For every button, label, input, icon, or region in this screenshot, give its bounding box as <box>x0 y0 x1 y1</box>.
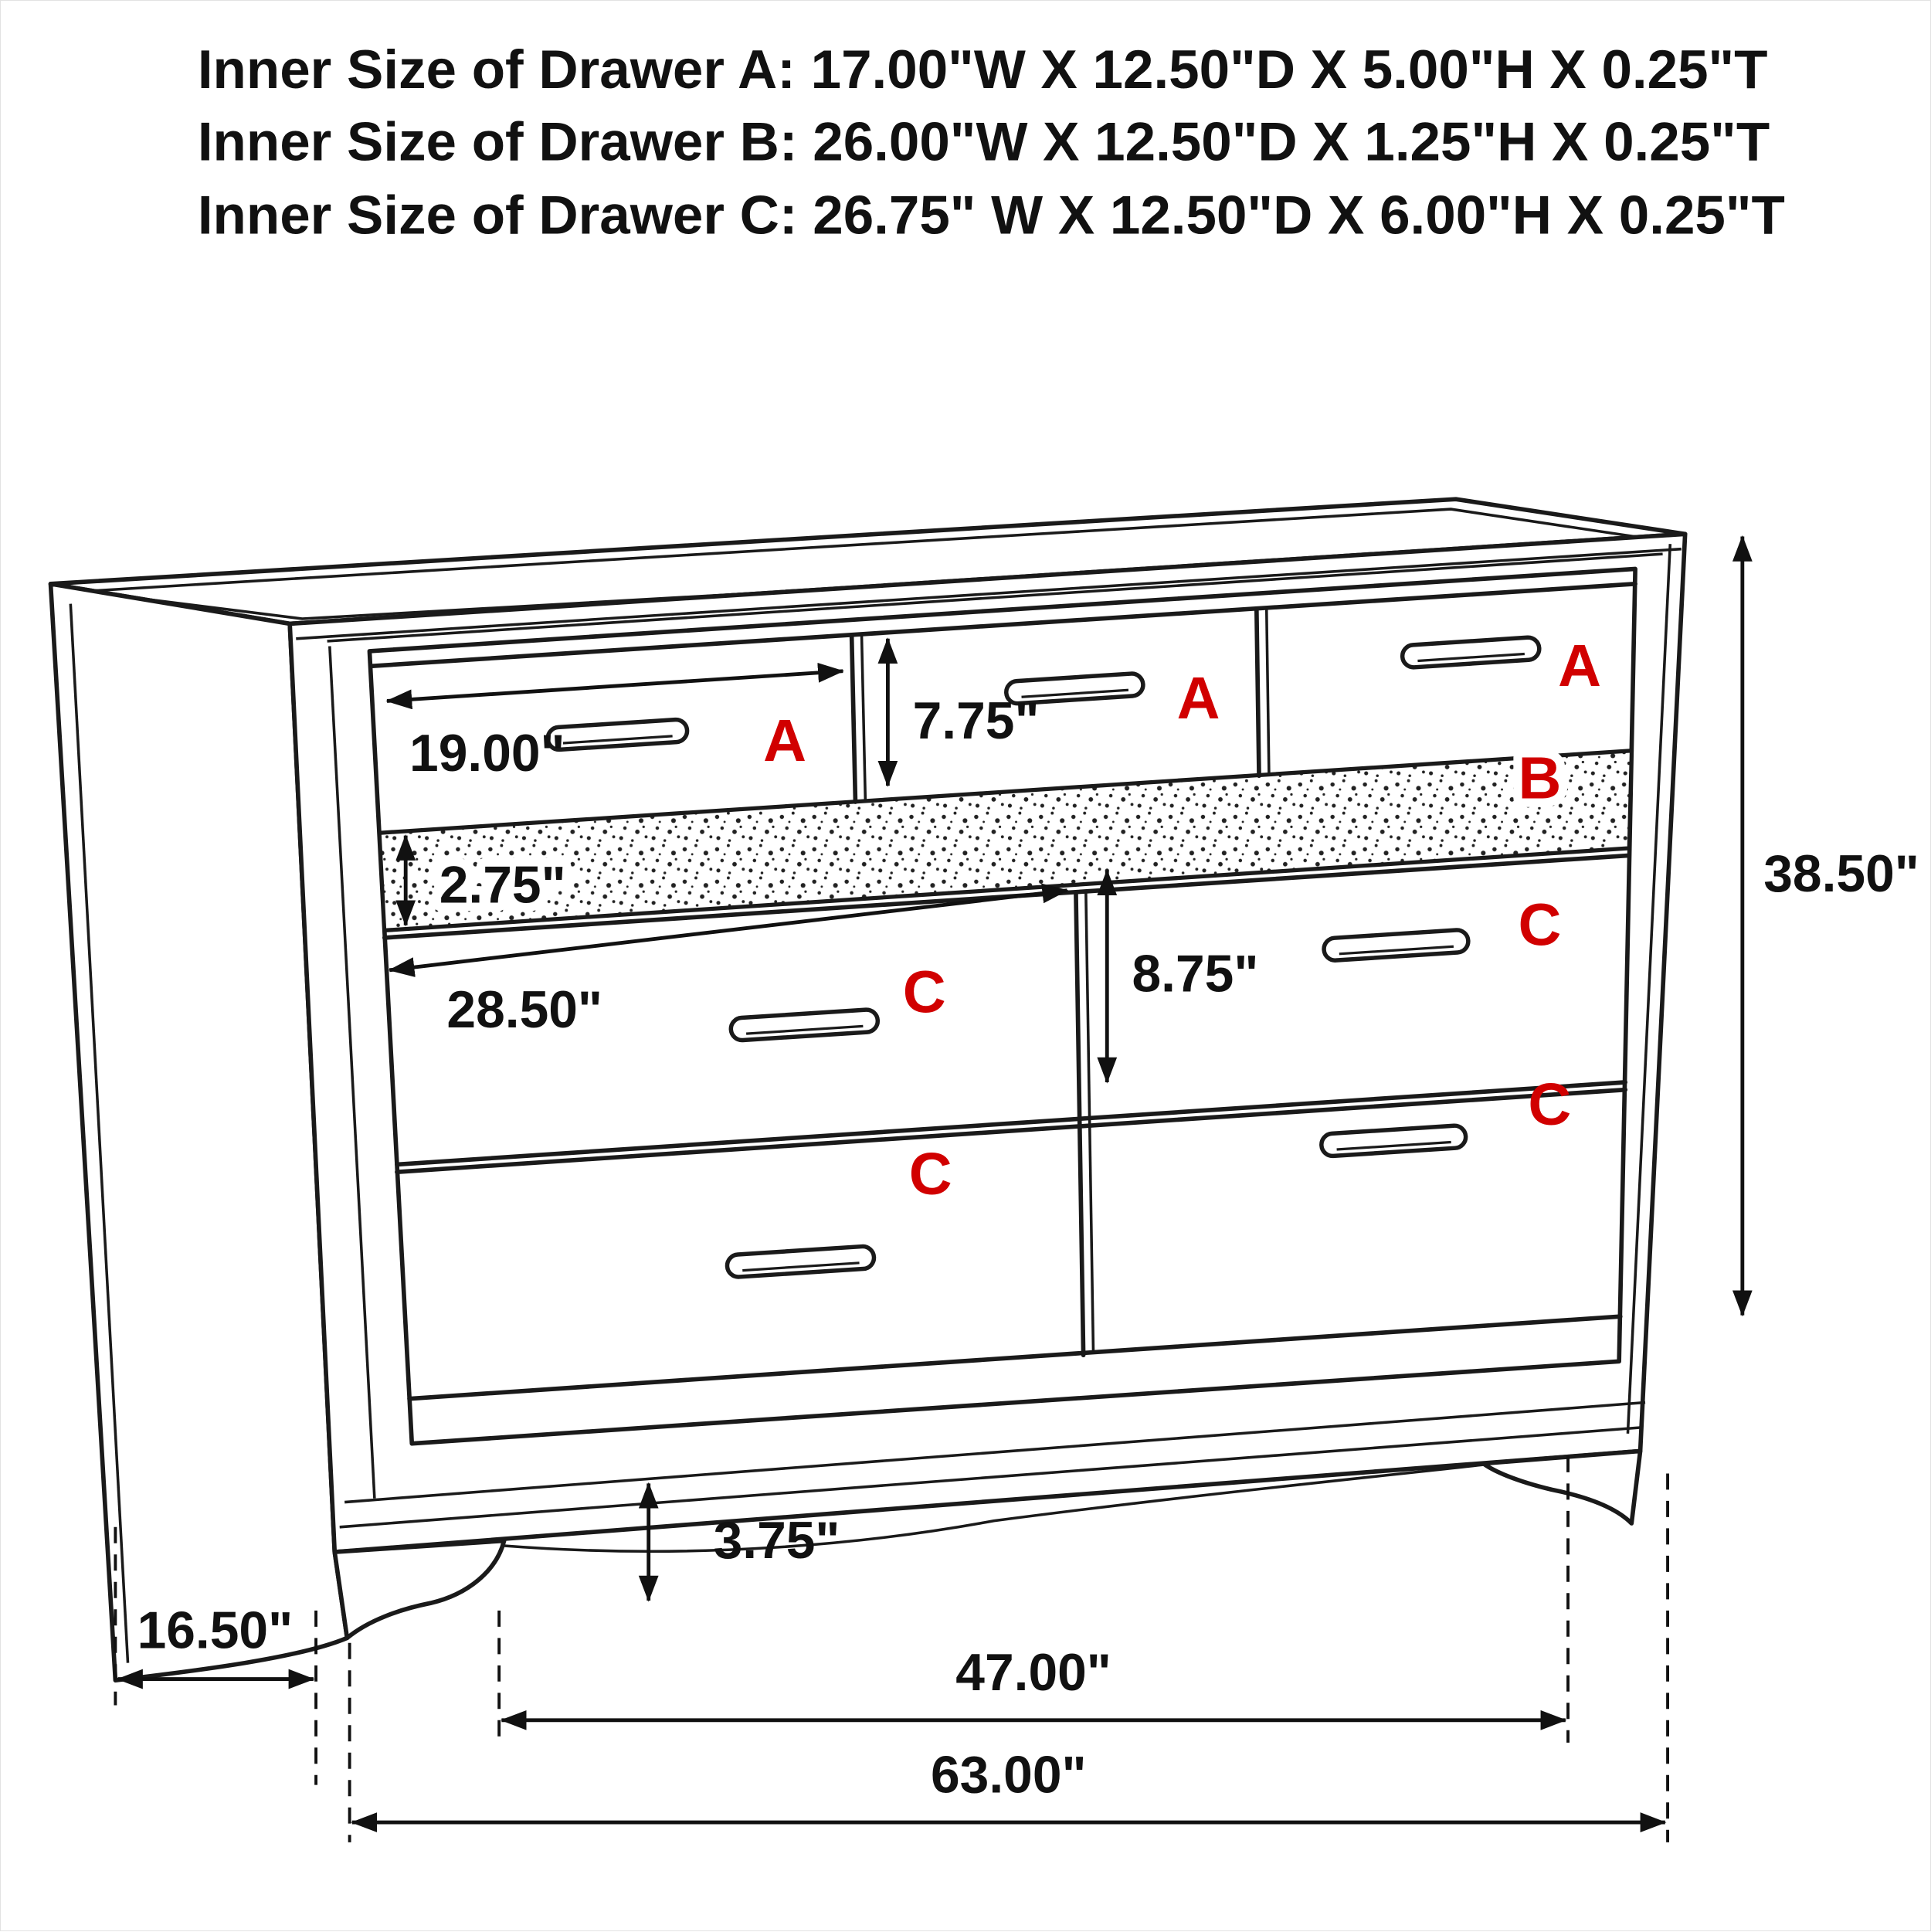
header-line-2: Inner Size of Drawer B: 26.00"W X 12.50"… <box>198 111 1770 172</box>
header-line-1: Inner Size of Drawer A: 17.00"W X 12.50"… <box>198 39 1768 100</box>
c-row1-bottom-line <box>395 1080 1628 1167</box>
header-line-3: Inner Size of Drawer C: 26.75" W X 12.50… <box>198 185 1785 246</box>
handle-top-left-drawer <box>545 717 690 752</box>
base-molding-line-1 <box>344 1401 1646 1504</box>
label-drawer-a-top-right: A <box>1558 633 1601 699</box>
label-drawer-c-bottom-left: C <box>909 1141 952 1207</box>
dimension-feet-span: 47.00" <box>497 1455 1570 1743</box>
handle-middle-left-drawer <box>728 1007 881 1043</box>
c-row2-top-line <box>395 1087 1628 1174</box>
label-drawer-c-middle-right: C <box>1519 892 1562 959</box>
dimension-total-width: 63.00" <box>348 1473 1669 1842</box>
dimension-drawer-c-height-label: 8.75" <box>1132 945 1259 1003</box>
dimension-feet-span-label: 47.00" <box>955 1644 1111 1702</box>
dimension-drawer-a-width-label: 19.00" <box>409 725 565 783</box>
center-divider-a <box>1074 891 1086 1358</box>
top-drawer-top-line <box>368 582 1637 669</box>
handle-top-middle-drawer <box>1004 671 1145 706</box>
dimension-total-height: 38.50" <box>1732 535 1919 1317</box>
dimension-drawer-c-height: 8.75" <box>1097 869 1259 1084</box>
dimension-side-depth-label: 16.50" <box>137 1601 294 1659</box>
left-side-bevel <box>69 603 130 1663</box>
drawer-frame <box>367 566 1637 1446</box>
dimension-total-height-label: 38.50" <box>1763 845 1919 903</box>
front-frame-bevel-right <box>1626 544 1672 1434</box>
base-molding-line-2 <box>339 1426 1643 1529</box>
top-divider-2a <box>1254 606 1261 779</box>
c-row2-bottom-line <box>407 1314 1623 1401</box>
dimension-top-drawer-height: 7.75" <box>877 637 1040 787</box>
dimension-foot-height-label: 3.75" <box>714 1512 840 1570</box>
dimension-annotations: 19.00" 7.75" 2.75" 28.50" 8.75" 38.50" <box>114 535 1919 1842</box>
label-drawer-a-top-middle: A <box>1177 665 1220 732</box>
handle-bottom-right-drawer <box>1319 1123 1468 1159</box>
handle-top-right-drawer <box>1400 635 1542 670</box>
dresser-front-face <box>287 531 1688 1554</box>
handle-bottom-left-drawer <box>725 1244 877 1279</box>
dimension-drawer-c-width: 28.50" <box>388 883 1069 1039</box>
front-frame-bevel-top <box>327 552 1663 643</box>
left-front-foot <box>332 1538 507 1641</box>
top-divider-2b <box>1264 607 1271 775</box>
dimension-drawer-a-width: 19.00" <box>385 662 844 783</box>
dimension-foot-height: 3.75" <box>638 1482 840 1602</box>
front-frame-bevel-left <box>328 646 376 1499</box>
top-divider-1b <box>860 633 867 801</box>
dimension-top-drawer-height-label: 7.75" <box>913 692 1040 750</box>
right-front-foot <box>1481 1448 1643 1526</box>
label-drawer-c-bottom-right: C <box>1528 1071 1571 1138</box>
apron-curve <box>504 1463 1484 1553</box>
handle-middle-right-drawer <box>1322 928 1471 963</box>
dresser-drawing: A A A B C C C C <box>48 497 1688 1683</box>
top-divider-1a <box>849 633 858 804</box>
label-drawer-a-top-left: A <box>763 708 806 774</box>
dimension-total-width-label: 63.00" <box>931 1746 1087 1804</box>
dimension-jewelry-height-label: 2.75" <box>439 857 566 915</box>
dimension-side-depth: 16.50" <box>114 1526 317 1785</box>
drawer-handles <box>545 635 1542 1279</box>
header-block: Inner Size of Drawer A: 17.00"W X 12.50"… <box>198 39 1785 246</box>
label-drawer-b-jewelry: B <box>1519 745 1562 811</box>
label-drawer-c-middle-left: C <box>903 959 946 1026</box>
dimension-drawer-c-width-label: 28.50" <box>446 981 602 1039</box>
top-fascia-line <box>296 547 1682 640</box>
center-divider-b <box>1084 891 1095 1354</box>
